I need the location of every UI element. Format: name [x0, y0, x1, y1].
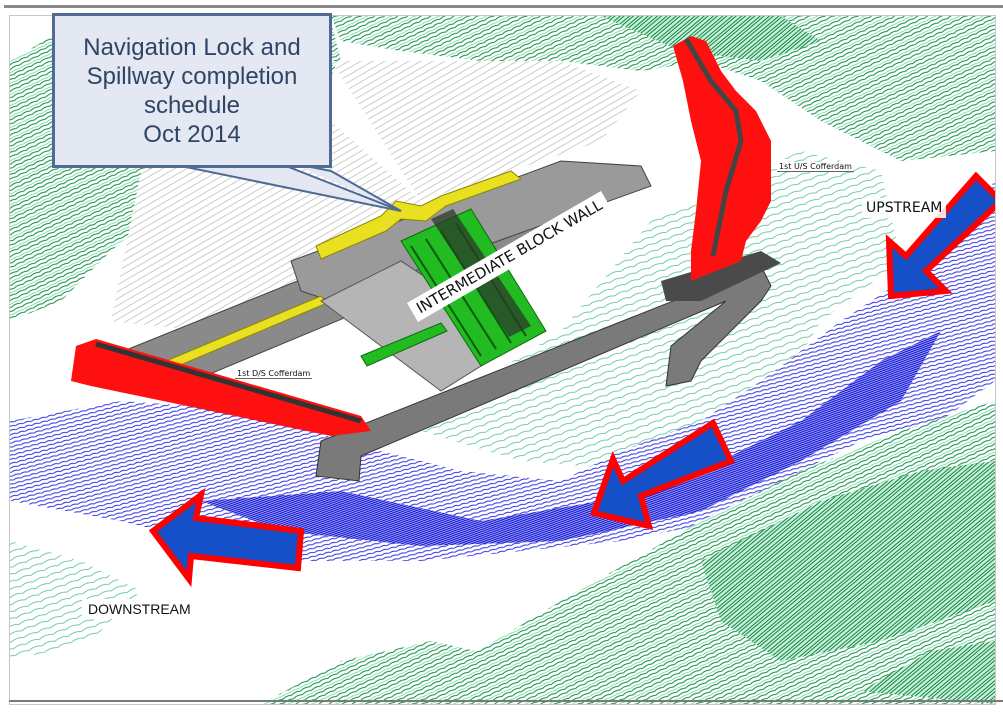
callout-line-2: Spillway completion [86, 62, 298, 90]
midstream-arrow [590, 418, 736, 531]
top-rule [4, 5, 1003, 8]
schedule-callout: Navigation Lock and Spillway completion … [52, 13, 332, 168]
callout-line-1: Navigation Lock and [83, 33, 301, 61]
upstream-label: UPSTREAM [862, 198, 947, 218]
bottom-rule [9, 700, 1003, 702]
callout-line-3: schedule [143, 91, 241, 119]
ds-cofferdam-label: 1st D/S Cofferdam [235, 369, 313, 379]
downstream-arrow [148, 487, 305, 588]
downstream-label: DOWNSTREAM [82, 599, 197, 619]
upstream-arrow [885, 171, 995, 300]
us-cofferdam-label: 1st U/S Cofferdam [777, 162, 854, 172]
callout-line-4: Oct 2014 [143, 120, 241, 148]
